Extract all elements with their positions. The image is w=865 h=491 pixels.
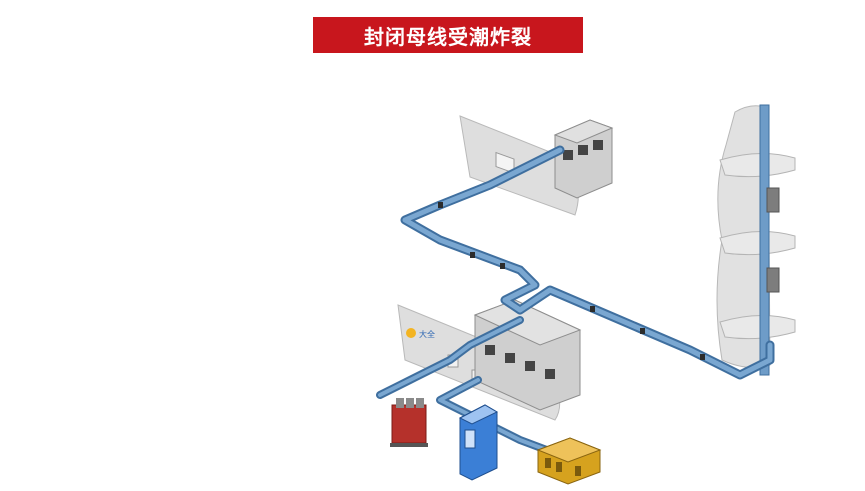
page-title: 封闭母线受潮炸裂 <box>364 24 532 49</box>
control-panel <box>458 404 499 481</box>
brand-logo-text: 大全 <box>419 329 435 339</box>
diesel-generator <box>536 437 602 485</box>
plug-in-box-1 <box>766 187 780 213</box>
vertical-riser-busway <box>759 104 770 376</box>
brand-logo: 大全 <box>406 328 435 339</box>
plug-in-box-2 <box>766 267 780 293</box>
tower-shelf-2 <box>719 230 796 256</box>
transformer <box>390 398 428 447</box>
tower-shelf-3 <box>719 314 796 340</box>
title-banner: 封闭母线受潮炸裂 <box>313 17 583 53</box>
switchgear-cabinets-upper <box>553 119 614 199</box>
wall-opening-upper <box>495 151 515 174</box>
tower-shelf-1 <box>719 152 796 178</box>
